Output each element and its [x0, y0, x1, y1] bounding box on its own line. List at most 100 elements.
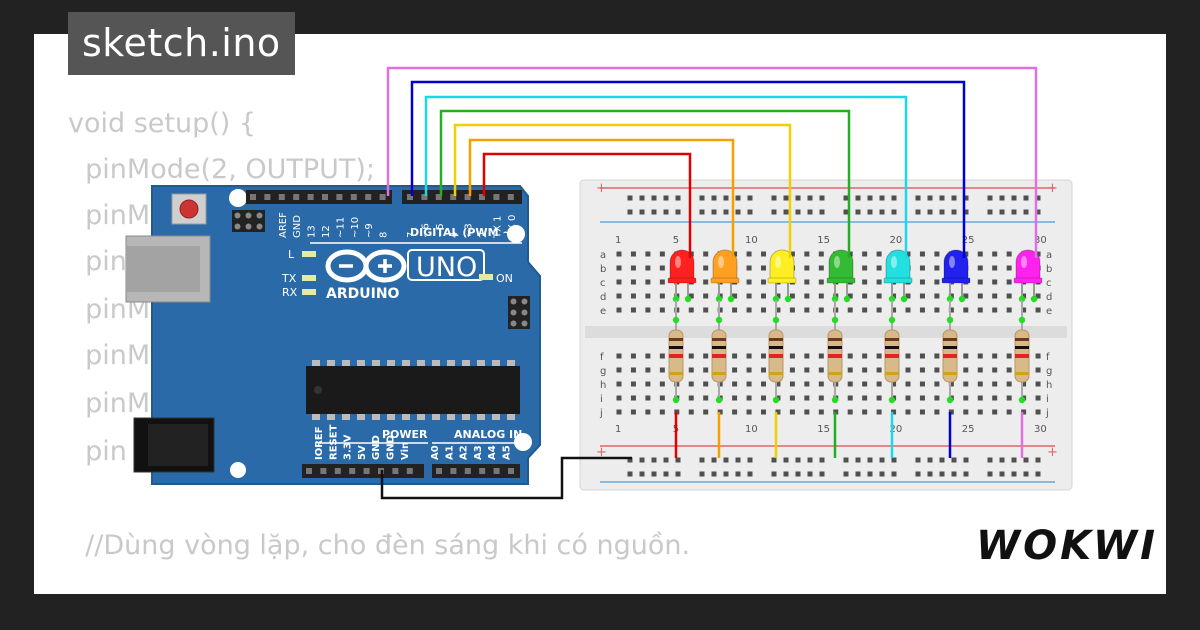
digital-pin-hole — [278, 194, 285, 200]
rail-hole — [663, 471, 669, 477]
rail-hole — [987, 195, 993, 201]
power-pin-label: GND — [371, 435, 382, 460]
digital-header-left[interactable] — [246, 190, 392, 204]
breadboard-hole — [630, 409, 636, 415]
chip-pin — [462, 414, 470, 420]
breadboard-hole — [992, 251, 998, 257]
rail-hole — [1023, 195, 1029, 201]
file-name-tab[interactable]: sketch.ino — [68, 12, 295, 75]
breadboard-hole — [761, 265, 766, 271]
breadboard-hole — [1006, 381, 1012, 387]
signal-wire[interactable] — [453, 123, 792, 258]
breadboard-hole — [616, 395, 622, 401]
digital-pin-label: 4 — [449, 232, 460, 238]
chip-pin — [447, 414, 455, 420]
led[interactable] — [712, 249, 738, 281]
row-label-left: c — [600, 278, 606, 289]
led[interactable] — [828, 249, 854, 281]
breadboard-hole — [847, 293, 853, 299]
signal-wire[interactable] — [386, 66, 1038, 258]
breadboard-hole — [992, 381, 998, 387]
digital-header-right[interactable] — [402, 190, 522, 204]
breadboard-hole — [891, 381, 897, 387]
digital-pin-hole — [307, 194, 314, 200]
arduino-brand-label: ARDUINO — [326, 286, 400, 302]
column-number-bottom: 25 — [962, 424, 975, 435]
analog-header[interactable] — [432, 464, 520, 478]
rail-hole — [735, 457, 741, 463]
onboard-led-l-label: L — [288, 248, 295, 261]
led[interactable] — [769, 249, 795, 281]
power-header[interactable] — [302, 464, 424, 478]
column-number-top: 5 — [673, 235, 679, 246]
resistor-band — [712, 354, 726, 358]
breadboard-hole — [905, 251, 911, 257]
breadboard-hole — [992, 409, 998, 415]
breadboard-hole — [732, 409, 738, 415]
rail-hole — [1023, 471, 1029, 477]
rail-hole — [723, 195, 729, 201]
rail-hole — [891, 457, 897, 463]
breadboard-hole — [992, 279, 998, 285]
led[interactable] — [669, 249, 695, 281]
row-label-right: d — [1046, 292, 1052, 303]
led[interactable] — [1015, 249, 1041, 281]
rail-hole — [879, 457, 885, 463]
breadboard-hole — [992, 367, 998, 373]
breadboard-hole — [1021, 381, 1027, 387]
breadboard-hole — [746, 279, 752, 285]
rail-hole — [951, 209, 957, 215]
digital-pin-label: ~11 — [335, 217, 346, 238]
breadboard-hole — [876, 381, 882, 387]
breadboard-hole — [977, 367, 983, 373]
signal-wire[interactable] — [424, 95, 908, 258]
rail-hole — [963, 471, 969, 477]
onboard-led-rx-label: RX — [282, 286, 298, 299]
ground-wire[interactable] — [380, 456, 632, 500]
resistor-band — [885, 338, 899, 341]
row-label-left: f — [600, 352, 604, 363]
breadboard-hole — [688, 395, 694, 401]
digital-pin-label: 13 — [307, 225, 318, 238]
rail-hole — [819, 195, 825, 201]
digital-pwm-label: DIGITAL (PWM ~) — [410, 226, 517, 239]
breadboard-hole — [746, 381, 752, 387]
breadboard-hole — [659, 381, 665, 387]
signal-wire[interactable] — [410, 80, 966, 258]
column-number-bottom: 1 — [615, 424, 621, 435]
breadboard-hole — [630, 279, 636, 285]
icsp-header-right — [508, 296, 530, 329]
breadboard-hole — [645, 293, 651, 299]
signal-wire[interactable] — [468, 138, 735, 258]
digital-header-pins — [250, 194, 514, 200]
breadboard-hole — [630, 395, 636, 401]
connection-dot — [772, 396, 780, 404]
reset-button[interactable] — [179, 199, 199, 219]
digital-pin-hole — [421, 194, 428, 200]
onboard-led-l — [302, 251, 316, 257]
onboard-led-rx — [302, 289, 316, 295]
chip-notch — [314, 386, 322, 394]
connection-dot — [715, 316, 723, 324]
breadboard-hole — [862, 265, 868, 271]
signal-wire[interactable] — [439, 109, 851, 258]
digital-pin-hole — [365, 194, 372, 200]
connection-dot — [1018, 295, 1026, 303]
connection-dot — [888, 396, 896, 404]
mount-hole-3 — [514, 433, 532, 451]
led[interactable] — [885, 249, 911, 281]
led[interactable] — [943, 249, 969, 281]
row-label-left: j — [599, 408, 603, 419]
breadboard-hole — [645, 367, 651, 373]
signal-wire[interactable] — [482, 152, 692, 258]
breadboard-hole — [963, 395, 969, 401]
resistor-band — [1015, 354, 1029, 358]
rail-hole — [1023, 457, 1029, 463]
rail-hole — [819, 471, 825, 477]
rail-hole — [999, 195, 1005, 201]
breadboard-hole — [732, 367, 738, 373]
led-highlight — [675, 256, 681, 268]
code-line-4: pin — [68, 246, 127, 277]
breadboard-hole — [659, 395, 665, 401]
row-label-right: a — [1046, 250, 1052, 261]
